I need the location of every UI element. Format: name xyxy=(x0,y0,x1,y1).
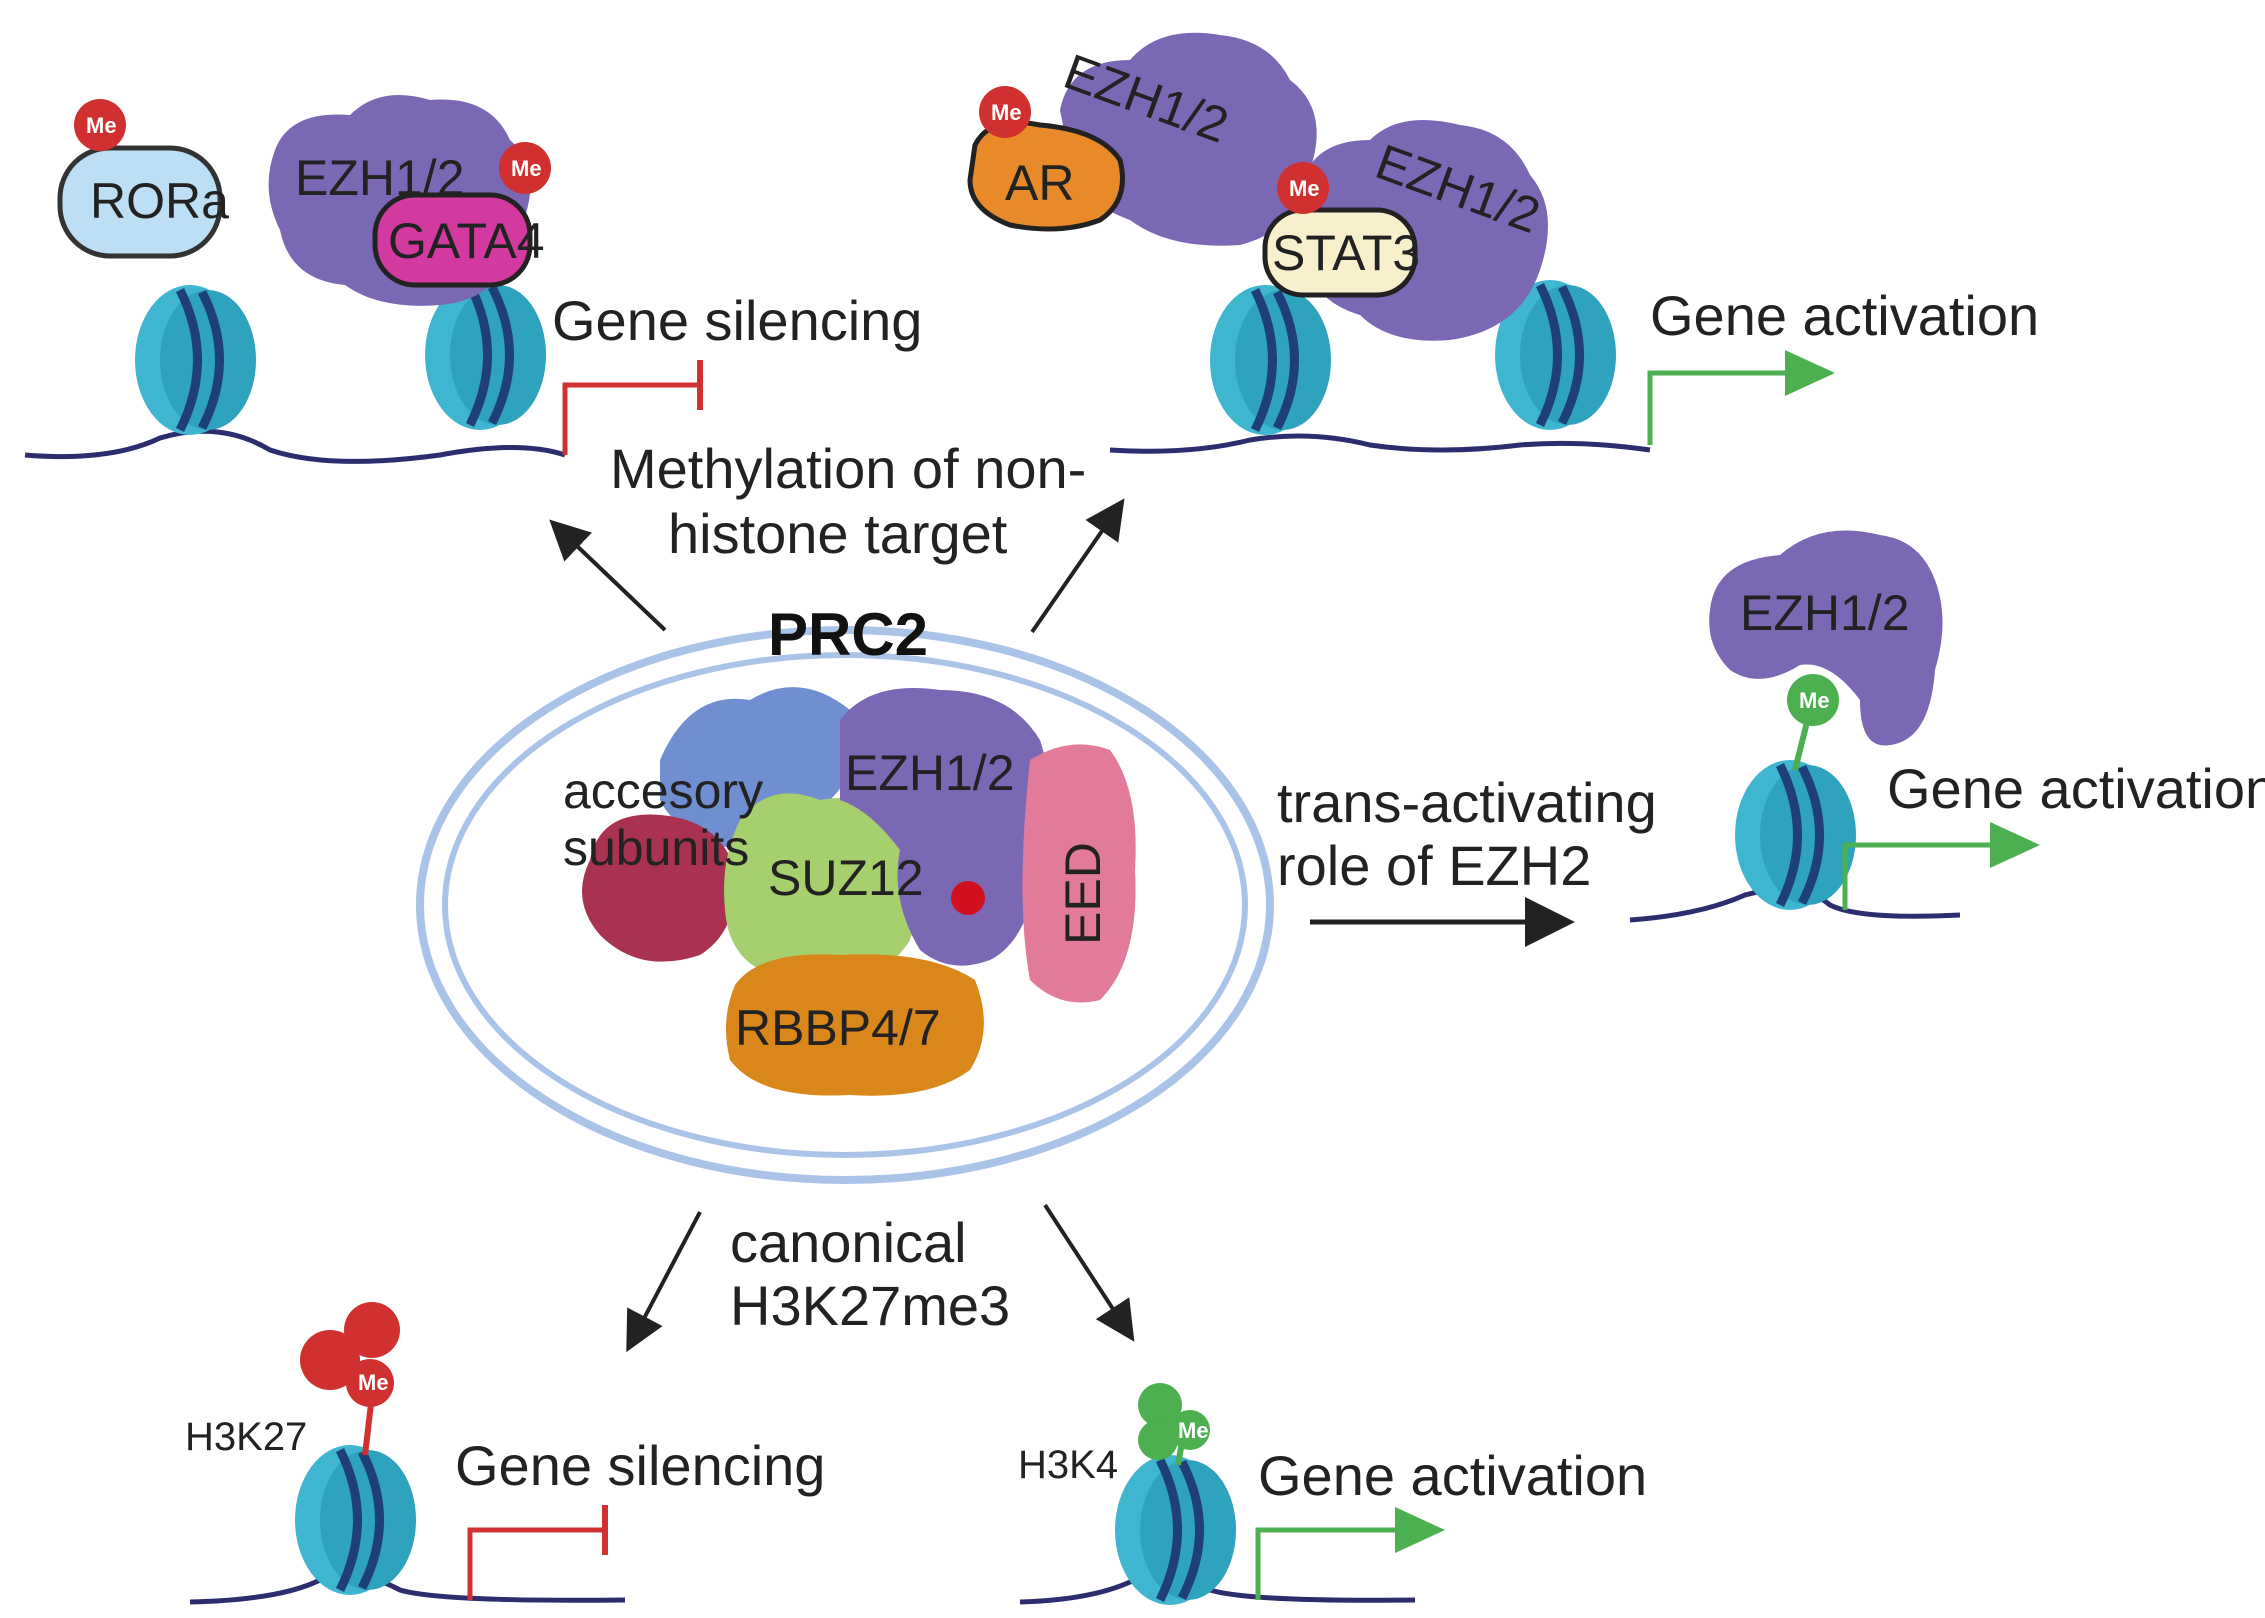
arrow-to-bottom-right xyxy=(1043,1203,1135,1342)
ezh-label: EZH1/2 xyxy=(1740,585,1910,641)
accessory-label-line1: accesory xyxy=(563,763,763,819)
methyl-badge xyxy=(1277,162,1329,214)
eed-subunit xyxy=(1022,744,1136,1003)
bottom-right-panel: Me H3K4 Gene activation xyxy=(1018,1383,1647,1605)
dna-strand xyxy=(1109,433,1651,454)
gene-silencing-label: Gene silencing xyxy=(552,289,922,352)
stat3-protein xyxy=(1262,207,1418,298)
nucleosome xyxy=(295,1445,416,1595)
activation-arrowhead xyxy=(1785,350,1835,396)
gene-activation-label: Gene activation xyxy=(1887,757,2265,820)
prc2-title: PRC2 xyxy=(768,601,928,668)
non-histone-label-line2: histone target xyxy=(668,502,1008,565)
methyl-cluster xyxy=(346,1359,394,1407)
rora-label: RORa xyxy=(90,173,229,229)
nucleosome xyxy=(1735,760,1856,910)
activation-arrow xyxy=(1647,370,1790,445)
dna-strand xyxy=(24,428,566,464)
me-label: Me xyxy=(358,1370,389,1395)
me-label: Me xyxy=(511,156,542,181)
nucleosome xyxy=(1210,285,1331,435)
silencing-symbol xyxy=(562,382,700,455)
h3k4-label: H3K4 xyxy=(1018,1443,1118,1487)
stat3-label: STAT3 xyxy=(1272,225,1420,281)
trans-label-line1: trans-activating xyxy=(1277,771,1657,834)
me-label: Me xyxy=(991,100,1022,125)
arrow-to-top-right xyxy=(1030,498,1125,634)
ezh-label: EZH1/2 xyxy=(845,745,1015,801)
gene-activation-label: Gene activation xyxy=(1650,284,2039,347)
nucleosome xyxy=(135,285,256,435)
activation-arrowhead xyxy=(1395,1507,1445,1553)
accessory-subunit-red xyxy=(582,814,736,962)
top-left-panel: RORa Me EZH1/2 GATA4 Me Gene silencing xyxy=(24,95,922,464)
methyl-badge xyxy=(74,99,126,151)
prc2-complex: PRC2 accesory subunits SUZ12 EZH1/2 EED … xyxy=(416,601,1274,1184)
methyl-cluster xyxy=(1138,1383,1182,1427)
nucleosome xyxy=(1115,1455,1236,1605)
suz12-subunit xyxy=(724,793,918,982)
trans-label-line2: role of EZH2 xyxy=(1277,834,1591,897)
right-panel: EZH1/2 Me Gene activation xyxy=(1629,530,2265,923)
methyl-cluster xyxy=(344,1302,400,1358)
me-label: Me xyxy=(1799,688,1830,713)
accessory-label-line2: subunits xyxy=(563,820,749,876)
methyl-cluster xyxy=(300,1330,360,1390)
rora-protein xyxy=(57,145,223,259)
eed-label: EED xyxy=(1055,842,1111,945)
arrow-to-bottom-left xyxy=(626,1211,702,1353)
top-right-panel: EZH1/2 AR Me EZH1/2 STAT3 Me Gene activa… xyxy=(967,32,2039,454)
active-site-dot xyxy=(951,881,985,915)
canonical-label-line1: canonical xyxy=(730,1211,967,1274)
gata4-label: GATA4 xyxy=(388,213,545,269)
central-arrows xyxy=(549,498,1575,1353)
prc2-inner-ring xyxy=(442,652,1248,1158)
activation-arrow xyxy=(1255,1527,1400,1600)
arrow-to-top-left xyxy=(549,519,667,632)
h3k27-label: H3K27 xyxy=(185,1415,307,1459)
suz12-label: SUZ12 xyxy=(768,850,924,906)
non-histone-label-line1: Methylation of non- xyxy=(610,437,1086,500)
prc2-outer-ring xyxy=(416,626,1274,1184)
gene-silencing-label: Gene silencing xyxy=(455,1434,825,1497)
rbbp-subunit xyxy=(726,954,984,1096)
silencing-symbol xyxy=(467,1527,605,1600)
rbbp-label: RBBP4/7 xyxy=(735,1000,941,1056)
methyl-badge xyxy=(979,86,1031,138)
ar-label: AR xyxy=(1005,155,1074,211)
methyl-cluster xyxy=(1170,1410,1210,1450)
activation-arrowhead xyxy=(1990,822,2040,868)
dna-strand xyxy=(189,1573,626,1605)
bottom-left-panel: Me H3K27 Gene silencing xyxy=(185,1302,825,1605)
canonical-label-line2: H3K27me3 xyxy=(730,1274,1010,1337)
methyl-badge xyxy=(499,142,551,194)
me-label: Me xyxy=(1178,1418,1209,1443)
activation-arrow xyxy=(1842,842,1995,910)
ezh-protein-a xyxy=(1060,32,1317,246)
gata4-protein xyxy=(372,192,533,288)
ezh-protein xyxy=(1709,530,1943,746)
methyl-badge xyxy=(1787,674,1839,726)
gene-activation-label: Gene activation xyxy=(1258,1444,1647,1507)
ezh-subunit xyxy=(840,688,1050,966)
ar-protein xyxy=(967,120,1125,232)
me-label: Me xyxy=(1289,176,1320,201)
methyl-cluster xyxy=(1138,1420,1178,1460)
me-label: Me xyxy=(86,113,117,138)
